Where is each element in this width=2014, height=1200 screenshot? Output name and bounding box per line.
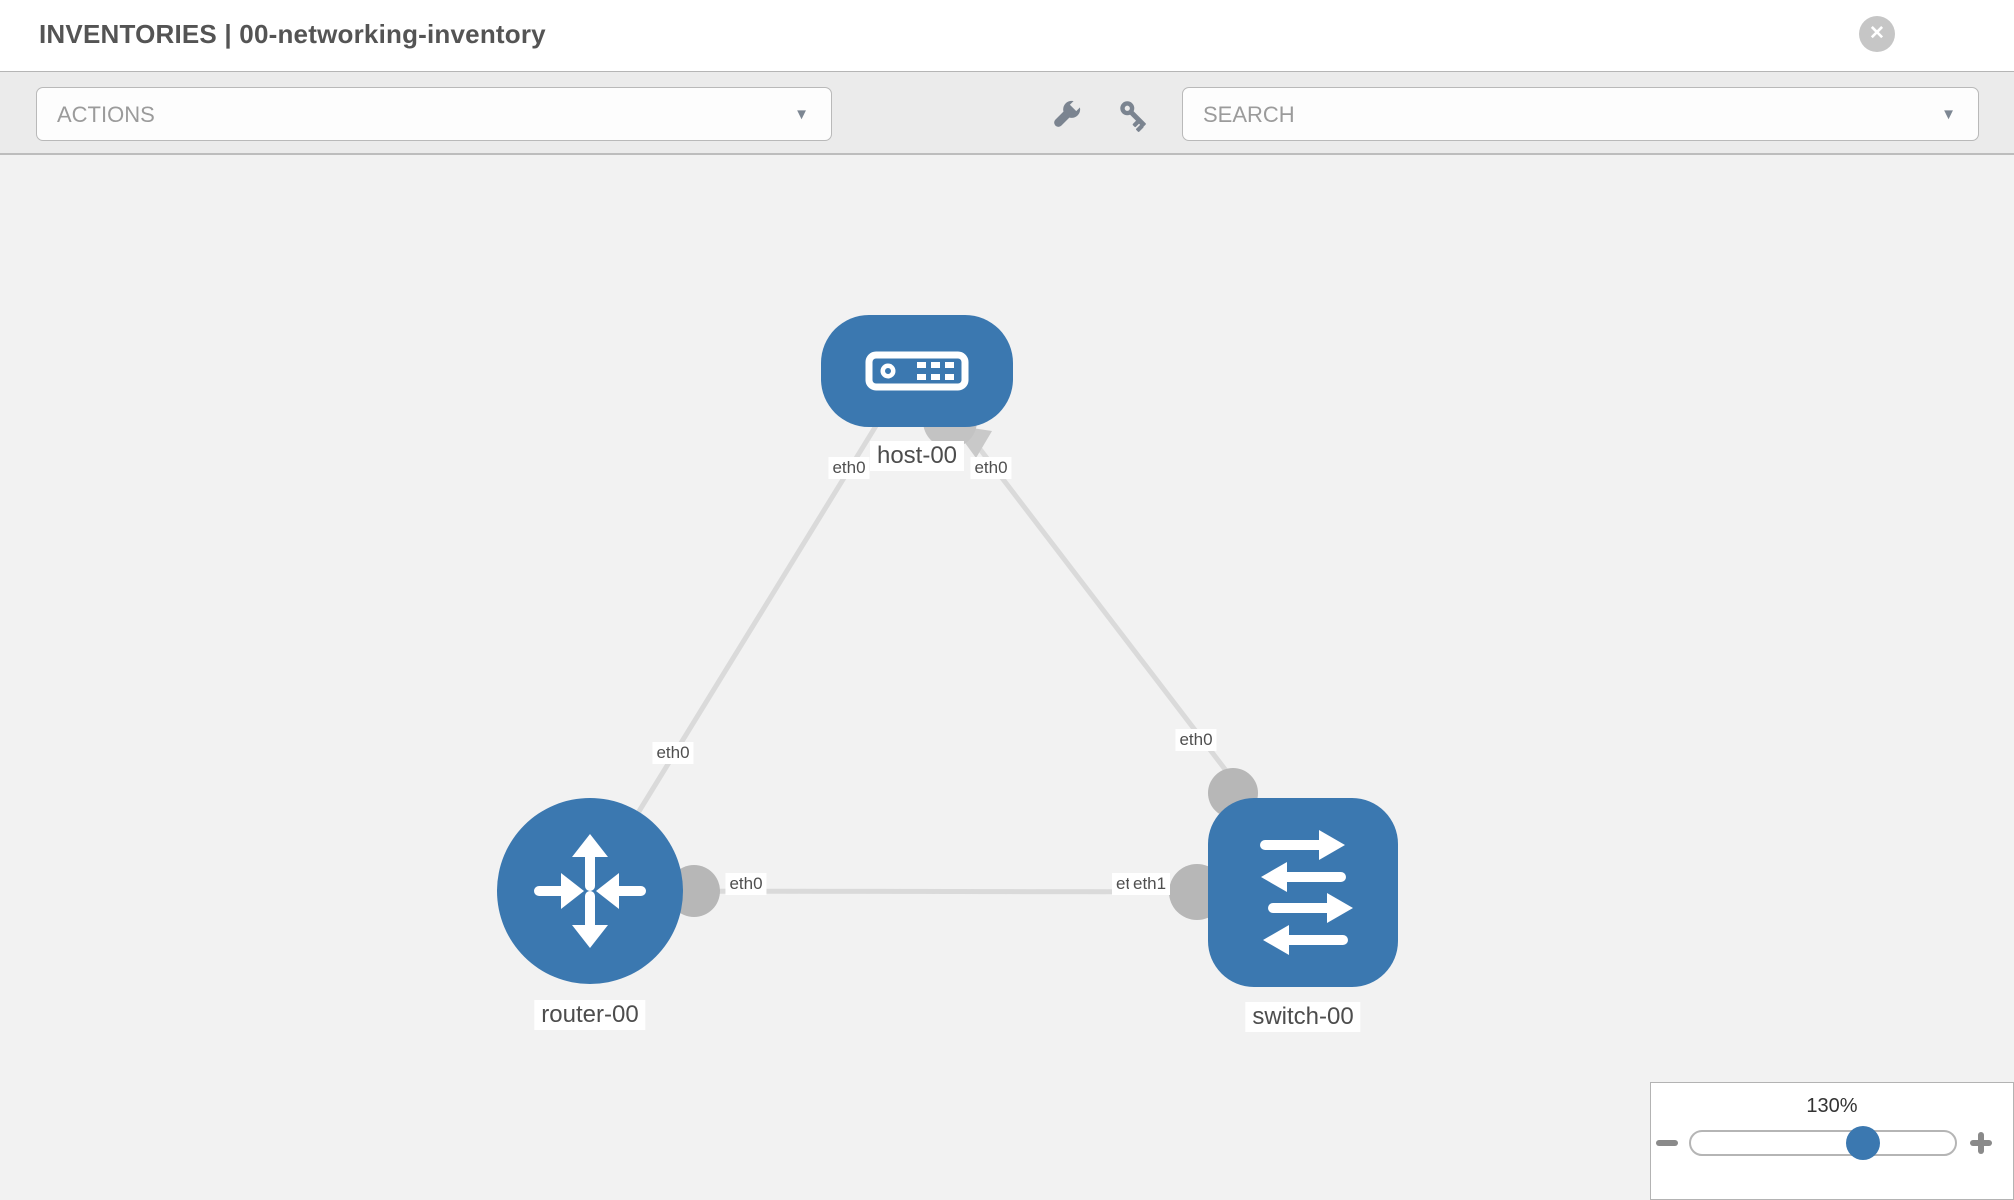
link-router-host (587, 401, 893, 893)
search-dropdown-label: SEARCH (1203, 102, 1295, 127)
zoom-slider-track[interactable] (1689, 1130, 1957, 1156)
router-icon (534, 834, 646, 948)
actions-dropdown-label: ACTIONS (57, 102, 155, 127)
chevron-down-icon: ▼ (1941, 106, 1956, 123)
search-dropdown[interactable]: SEARCH ▼ (1182, 87, 1979, 141)
topology-canvas[interactable]: host-00 router-00 switch-00 eth0 eth0 et… (0, 155, 2014, 1200)
page-title: INVENTORIES | 00-networking-inventory (39, 19, 546, 49)
credentials-button[interactable] (1116, 97, 1152, 133)
interface-label-router-eth0-up: eth0 (652, 742, 694, 764)
node-label-switch: switch-00 (1245, 1002, 1361, 1032)
key-icon (1120, 101, 1146, 132)
interface-label-switch-eth0-up: eth0 (1175, 729, 1217, 751)
minus-icon (1656, 1140, 1678, 1146)
zoom-slider-thumb[interactable] (1846, 1126, 1880, 1160)
close-icon[interactable]: ✕ (1859, 16, 1895, 52)
interface-label-host-eth0-left: eth0 (828, 457, 870, 479)
plus-icon-bar-v (1978, 1132, 1984, 1154)
interface-label-host-eth0-right: eth0 (970, 457, 1012, 479)
actions-dropdown[interactable]: ACTIONS ▼ (36, 87, 832, 141)
node-label-host: host-00 (869, 441, 965, 471)
interface-label-router-eth0-east: eth0 (725, 873, 767, 895)
zoom-in-button[interactable] (1965, 1127, 1997, 1159)
chevron-down-icon: ▼ (794, 106, 809, 123)
node-router-00[interactable] (497, 798, 683, 984)
wrench-icon (1054, 96, 1085, 127)
node-label-router: router-00 (534, 1000, 646, 1030)
zoom-level-value: 130% (1806, 1095, 1858, 1117)
zoom-control-panel: 130% (1650, 1082, 2014, 1200)
node-switch-00[interactable] (1208, 798, 1398, 987)
host-icon (865, 351, 969, 391)
header-bar: INVENTORIES | 00-networking-inventory ✕ (0, 0, 2014, 71)
zoom-out-button[interactable] (1651, 1127, 1683, 1159)
toolbar: ACTIONS ▼ SEARCH ▼ (0, 71, 2014, 155)
switch-icon (1260, 830, 1353, 955)
node-host-00[interactable] (821, 315, 1013, 427)
edges-layer (587, 394, 1301, 920)
configure-button[interactable] (1048, 96, 1085, 133)
interface-label-switch-eth1-west: eth1 (1129, 873, 1171, 895)
